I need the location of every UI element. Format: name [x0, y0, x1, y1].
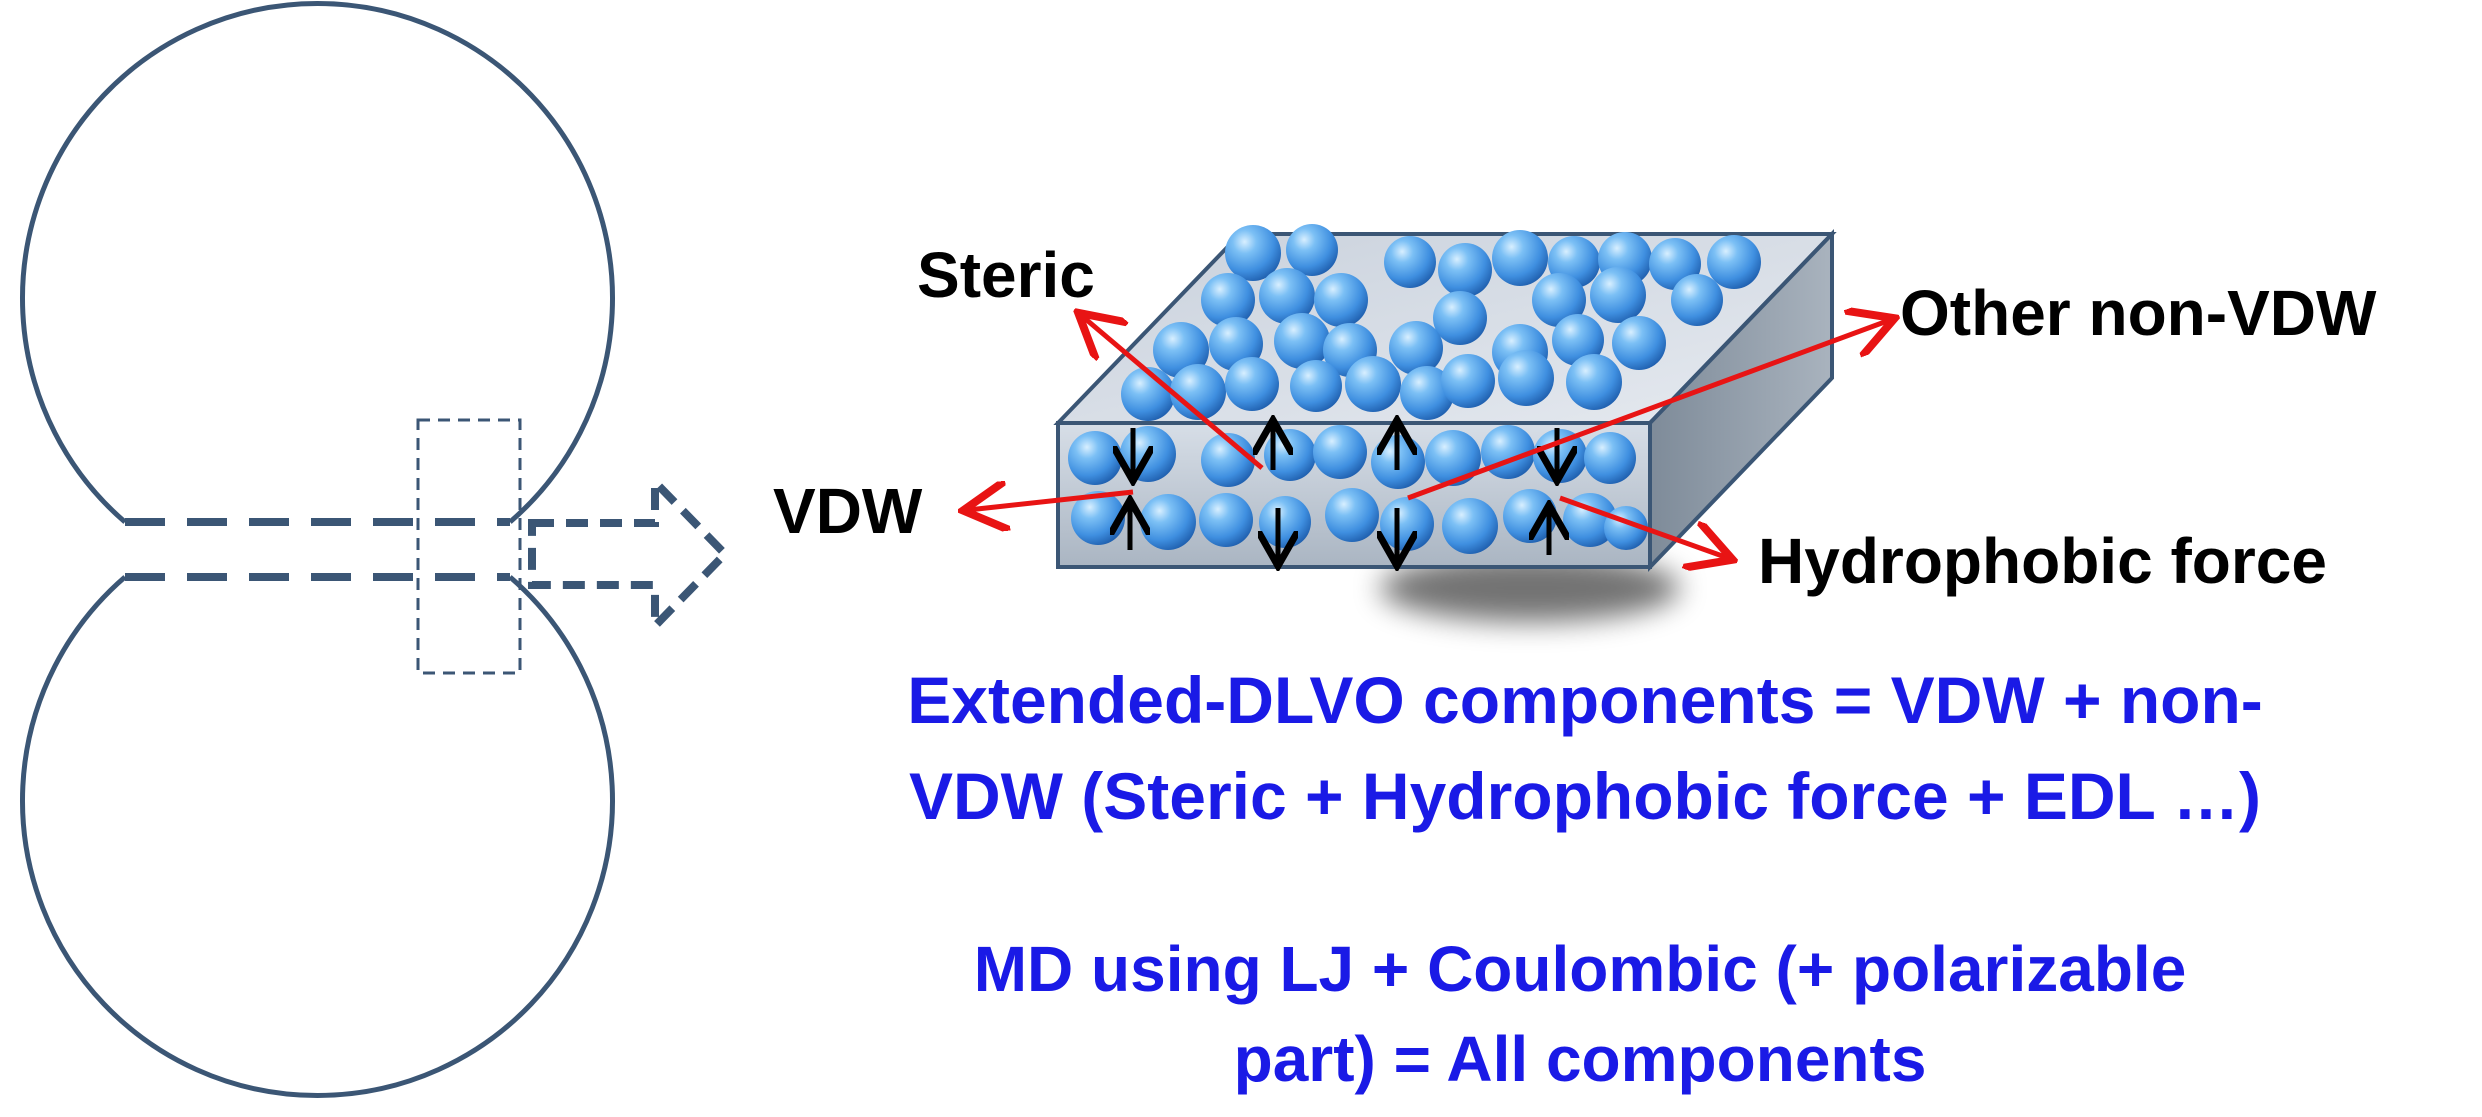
force-arrows: [1130, 425, 1557, 561]
steric-label: Steric: [917, 239, 1095, 311]
steric-arrow: [1082, 316, 1264, 470]
lower-particle: [20, 575, 615, 1098]
label-arrows: [968, 316, 1890, 558]
hydrophobic-force-label: Hydrophobic force: [1758, 525, 2327, 597]
vdw-arrow: [968, 492, 1134, 510]
md-equation: MD using LJ + Coulombic (+ polarizable p…: [780, 924, 2380, 1104]
equation-line: part) = All components: [1233, 1023, 1927, 1095]
zoom-region-box: [416, 418, 522, 675]
slab: [1053, 224, 1837, 622]
equation-line: VDW (Steric + Hydrophobic force + EDL …): [908, 759, 2261, 833]
extended-dlvo-equation: Extended-DLVO components = VDW + non- VD…: [740, 652, 2430, 844]
other-non-vdw-arrow: [1407, 320, 1890, 501]
equation-line: MD using LJ + Coulombic (+ polarizable: [973, 933, 2187, 1005]
upper-particle: [20, 1, 615, 524]
other-non-vdw-label: Other non-VDW: [1900, 277, 2377, 349]
slab-top-beads: [1121, 224, 1761, 421]
hydrophobic-arrow: [1559, 495, 1728, 558]
vdw-label: VDW: [773, 475, 923, 547]
gap-dashed-lines: [125, 518, 510, 581]
dashed-right-arrow-icon: [528, 472, 731, 636]
equation-line: Extended-DLVO components = VDW + non-: [907, 663, 2263, 737]
